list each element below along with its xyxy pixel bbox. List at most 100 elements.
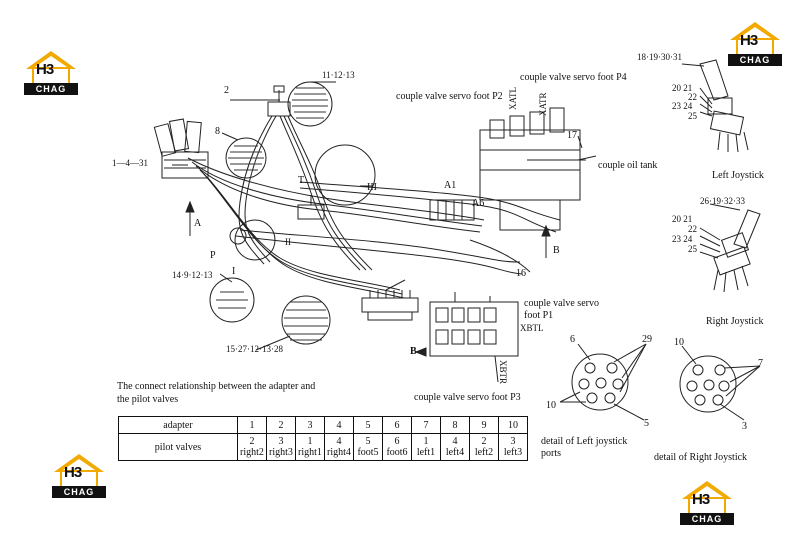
detail-circle-p: [229, 227, 247, 245]
right-port-detail-caption: detail of Right Joystick: [654, 452, 748, 463]
label-15-27-12-13-28: 15·27·12·13·28: [226, 344, 283, 354]
adapter-cell: 3: [295, 416, 325, 434]
view-b-label: B: [410, 346, 417, 357]
detail-circle-8: [225, 137, 267, 179]
adapter-cell: 5: [353, 416, 383, 434]
detail-circle-ii: [234, 219, 276, 261]
adapter-cell: 10: [498, 416, 528, 434]
house-roof-icon: [54, 454, 104, 488]
adapter-cell: 2: [266, 416, 296, 434]
left-joystick-20-21: 20 21: [672, 83, 693, 93]
label-xatr: XATR: [538, 92, 548, 116]
detail-circle-11: [287, 81, 333, 127]
left-port-10: 10: [546, 400, 556, 411]
right-joystick-drawing: [699, 203, 761, 293]
label-8: 8: [215, 126, 220, 137]
adapter-valve-table: adapter 1 2 3 4 5 6 7 8 9 10 pilot valve…: [118, 416, 528, 461]
h3-chag-logo: H3 CHAG: [680, 479, 734, 525]
left-port-5: 5: [644, 418, 649, 429]
detail-circle-i: [209, 277, 255, 323]
main-control-valve: [479, 107, 597, 231]
left-port-detail-caption-2: ports: [541, 448, 561, 459]
row-header-adapter: adapter: [118, 416, 238, 434]
label-17: 17: [567, 130, 577, 141]
house-roof-icon: [730, 22, 780, 56]
left-joystick-parts-top: 18·19·30·31: [637, 52, 682, 62]
house-roof-icon: [26, 51, 76, 85]
right-joystick-parts-top: 26·19·32·33: [700, 196, 745, 206]
adapter-cell: 7: [411, 416, 441, 434]
h3-chag-logo: H3 CHAG: [728, 20, 782, 66]
right-joystick-20-21: 20 21: [672, 214, 693, 224]
detail-circle-iii: [314, 144, 376, 206]
label-a6: A6: [472, 198, 485, 209]
left-joystick-title: Left Joystick: [712, 170, 764, 181]
small-valve-a1-a6: [429, 199, 475, 221]
left-port-detail-caption-1: detail of Left joystick: [541, 436, 628, 447]
oil-tank-label: couple oil tank: [598, 160, 658, 171]
label-14-9-12-13: 14·9·12·13: [172, 270, 213, 280]
label-ii: II: [285, 237, 291, 247]
servo-foot-p4-label: couple valve servo foot P4: [520, 72, 627, 83]
adapter-cell: 4: [324, 416, 354, 434]
label-t: T: [298, 175, 305, 186]
detail-circle-15: [281, 295, 331, 345]
right-joystick-22: 22: [688, 224, 697, 234]
label-iii: III: [367, 182, 377, 193]
label-xbtl: XBTL: [520, 323, 544, 333]
view-arrow-b-label: B: [553, 245, 560, 256]
h3-chag-logo: H3 CHAG: [24, 49, 78, 95]
servo-foot-p1-label-line1: couple valve servo: [524, 298, 599, 309]
label-2: 2: [224, 85, 229, 96]
right-port-7: 7: [758, 358, 763, 369]
left-joystick-25: 25: [688, 111, 697, 121]
left-port-6: 6: [570, 334, 575, 345]
h3-chag-logo: H3 CHAG: [52, 452, 106, 498]
label-11-12-13: 11·12·13: [322, 70, 355, 80]
adapter-cell: 1: [237, 416, 267, 434]
left-pilot-joystick-cluster: [153, 118, 209, 179]
label-xbtr: XBTR: [498, 360, 508, 385]
right-port-detail-drawing: [679, 345, 761, 421]
left-joystick-22: 22: [688, 92, 697, 102]
right-port-3: 3: [742, 421, 747, 432]
right-joystick-25: 25: [688, 244, 697, 254]
adapter-cell: 9: [469, 416, 499, 434]
table-title-line2: the pilot valves: [117, 394, 179, 405]
adapter-cell: 8: [440, 416, 470, 434]
label-xatl: XATL: [508, 87, 518, 110]
left-port-29: 29: [642, 334, 652, 345]
house-roof-icon: [682, 481, 732, 515]
left-port-detail-drawing: [559, 343, 647, 421]
adapter-row: adapter 1 2 3 4 5 6 7 8 9 10: [118, 416, 528, 434]
view-arrow-a-label: A: [194, 218, 202, 229]
label-p: P: [210, 250, 216, 261]
right-port-10: 10: [674, 337, 684, 348]
view-b-valve-block: [429, 292, 519, 383]
label-1-4-31: 1—4—31: [112, 158, 148, 168]
upper-valve: [267, 85, 291, 117]
left-joystick-drawing: [681, 59, 749, 153]
servo-foot-p2-label: couple valve servo foot P2: [396, 91, 503, 102]
left-joystick-23-24: 23 24: [672, 101, 693, 111]
servo-foot-p3-label: couple valve servo foot P3: [414, 392, 521, 403]
label-i: I: [232, 266, 236, 277]
servo-foot-p1-label-line2: foot P1: [524, 310, 554, 321]
right-joystick-23-24: 23 24: [672, 234, 693, 244]
label-16: 16: [516, 268, 526, 279]
right-joystick-title: Right Joystick: [706, 316, 764, 327]
row-header-pilot-valves: pilot valves: [118, 433, 238, 461]
adapter-cell: 6: [382, 416, 412, 434]
